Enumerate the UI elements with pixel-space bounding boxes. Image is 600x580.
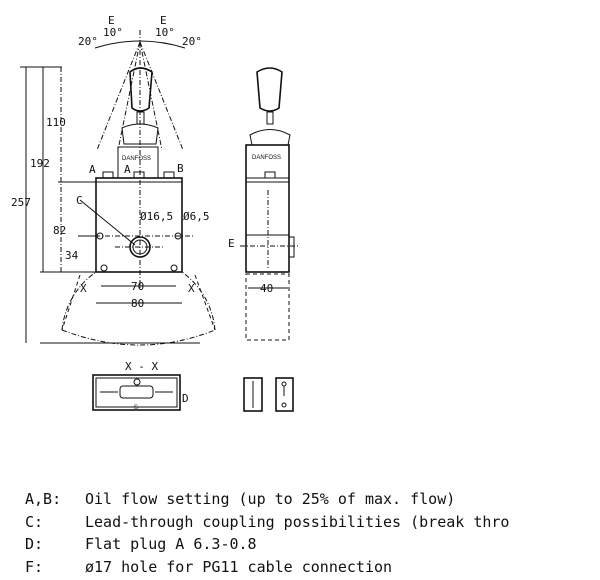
note-text: Oil flow setting (up to 25% of max. flow… bbox=[85, 490, 455, 513]
label-s: S bbox=[134, 405, 138, 411]
dim-34: 34 bbox=[65, 249, 79, 262]
section-x-left: X bbox=[80, 282, 87, 295]
dim-hole-large: Ø16,5 bbox=[140, 210, 173, 223]
dim-257: 257 bbox=[11, 196, 31, 209]
brand-label: DANFOSS bbox=[122, 156, 151, 162]
side-view: DANFOSS E 40 bbox=[228, 68, 298, 340]
dim-70: 70 bbox=[131, 280, 144, 293]
note-row: C:Lead-through coupling possibilities (b… bbox=[25, 513, 509, 536]
dim-192: 192 bbox=[30, 157, 50, 170]
port-a-mid-label: A bbox=[124, 163, 131, 176]
angle-10-left: 10° bbox=[103, 26, 123, 39]
brand-label-side: DANFOSS bbox=[252, 155, 281, 161]
dim-80: 80 bbox=[131, 297, 144, 310]
note-row: A,B:Oil flow setting (up to 25% of max. … bbox=[25, 490, 509, 513]
port-a-label: A bbox=[89, 163, 96, 176]
angle-20-right: 20° bbox=[182, 35, 202, 48]
section-x-right: X bbox=[188, 282, 195, 295]
note-key: D: bbox=[25, 535, 85, 558]
angle-10-right: 10° bbox=[155, 26, 175, 39]
label-d: D bbox=[182, 392, 189, 405]
note-key: A,B: bbox=[25, 490, 85, 513]
port-b-label: B bbox=[177, 162, 184, 175]
valve-body bbox=[96, 178, 182, 272]
section-x-x: X - X D S bbox=[93, 360, 293, 411]
note-key: C: bbox=[25, 513, 85, 536]
notes-list: A,B:Oil flow setting (up to 25% of max. … bbox=[25, 490, 509, 580]
label-e-side: E bbox=[228, 237, 235, 250]
dim-82: 82 bbox=[53, 224, 66, 237]
label-c: C bbox=[76, 194, 83, 207]
section-title: X - X bbox=[125, 360, 158, 373]
dim-hole-small: Ø6,5 bbox=[183, 210, 210, 223]
dim-110: 110 bbox=[46, 116, 66, 129]
note-row: D:Flat plug A 6.3-0.8 bbox=[25, 535, 509, 558]
note-text: Lead-through coupling possibilities (bre… bbox=[85, 513, 509, 536]
note-text: Flat plug A 6.3-0.8 bbox=[85, 535, 257, 558]
angle-20-left: 20° bbox=[78, 35, 98, 48]
dim-40: 40 bbox=[260, 282, 273, 295]
